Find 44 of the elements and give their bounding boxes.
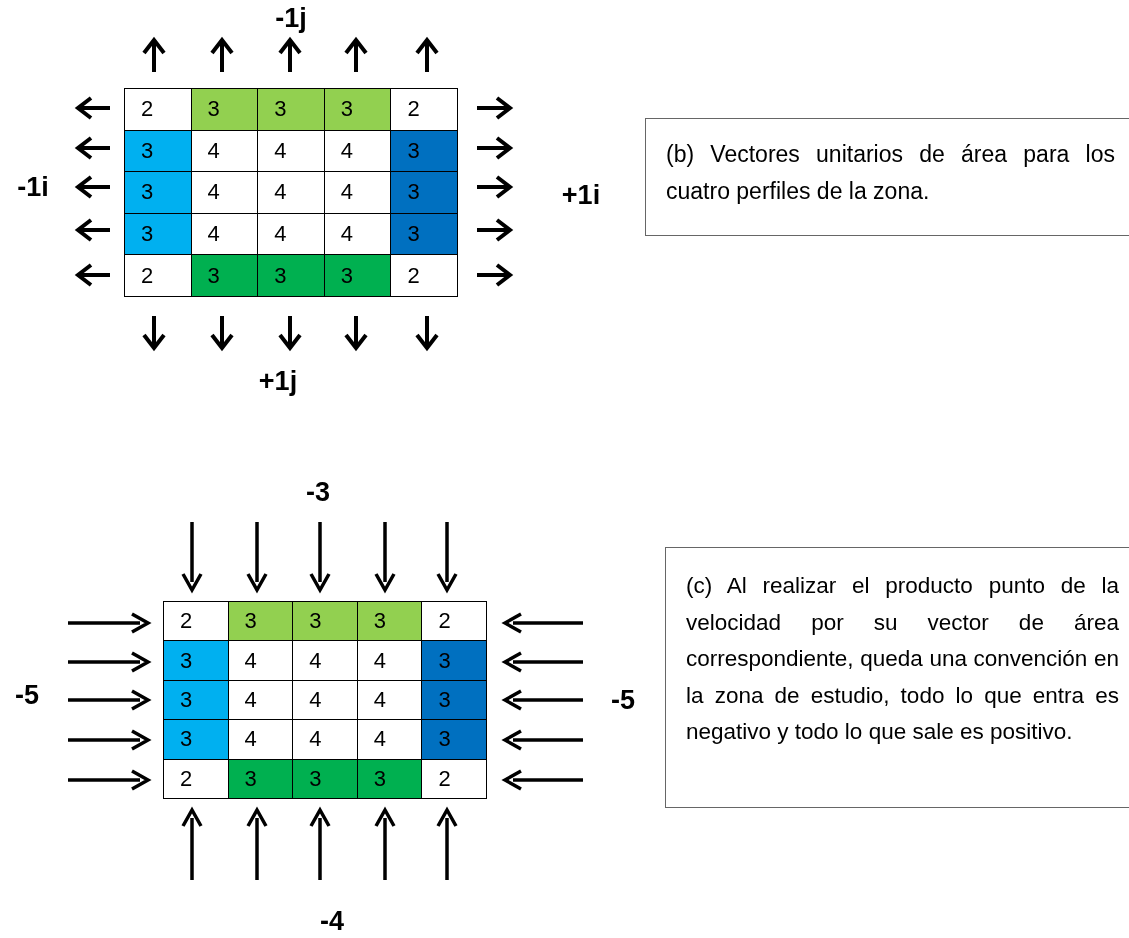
vector-label: -3	[306, 476, 330, 508]
vector-label: -1j	[275, 2, 307, 34]
grid-cell: 3	[292, 601, 358, 642]
grid-cell: 3	[292, 758, 358, 799]
description-text: (c) Al realizar el producto punto de la velocidad por su vector de área correspondiente, queda una convención en la zona de estudio, todo lo que entra es negativo y todo lo que sale es positivo.	[686, 572, 1119, 746]
grid-cell: 3	[257, 254, 325, 297]
grid-cell: 3	[421, 640, 487, 681]
vector-label: +1j	[258, 365, 298, 397]
vector-label: -5	[15, 679, 39, 711]
grid-cell: 2	[390, 88, 458, 131]
text-box	[665, 547, 1129, 808]
grid-cell: 2	[421, 601, 487, 642]
grid-cell: 3	[163, 640, 229, 681]
description-text: (b) Vectores unitarios de área para los cuatro perfiles de la zona.	[666, 140, 1115, 206]
grid-cell: 3	[390, 212, 458, 256]
vector-label: +1i	[561, 179, 601, 211]
grid-cell: 3	[323, 88, 392, 131]
grid-cell: 3	[421, 679, 487, 721]
grid-cell: 3	[356, 758, 423, 799]
vector-label: -4	[320, 905, 344, 937]
grid-cell: 3	[190, 254, 259, 297]
text-box	[645, 118, 1129, 236]
grid-cell: 2	[163, 601, 229, 642]
grid-cell: 3	[190, 88, 259, 131]
grid-cell: 3	[227, 601, 294, 642]
vector-label: -1i	[17, 171, 49, 203]
grid-cell: 2	[124, 254, 192, 297]
grid-cell: 3	[421, 719, 487, 760]
grid-cell: 3	[124, 171, 192, 214]
grid-cell: 3	[323, 254, 392, 297]
grid-cell: 3	[163, 719, 229, 760]
grid-cell: 3	[257, 88, 325, 131]
grid-cell: 3	[124, 212, 192, 256]
grid-cell: 2	[421, 758, 487, 799]
grid-cell: 2	[390, 254, 458, 297]
grid-cell: 3	[356, 601, 423, 642]
grid-cell: 3	[227, 758, 294, 799]
grid-cell: 2	[124, 88, 192, 131]
vector-label: -5	[611, 684, 635, 716]
grid-cell: 3	[390, 129, 458, 173]
grid-cell: 3	[163, 679, 229, 721]
grid-cell: 3	[390, 171, 458, 214]
grid-cell: 3	[124, 129, 192, 173]
grid-cell: 2	[163, 758, 229, 799]
